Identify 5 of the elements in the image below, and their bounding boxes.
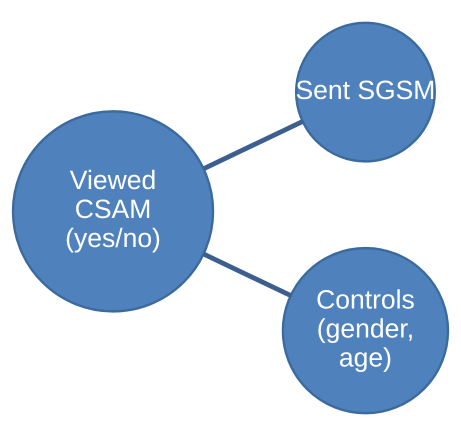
node-circle: Viewed CSAM (yes/no) xyxy=(12,110,214,312)
connector xyxy=(202,251,292,298)
node-circle: Controls (gender, age) xyxy=(282,246,450,414)
node-circle: Sent SGSM xyxy=(294,21,436,162)
connector xyxy=(202,118,304,170)
